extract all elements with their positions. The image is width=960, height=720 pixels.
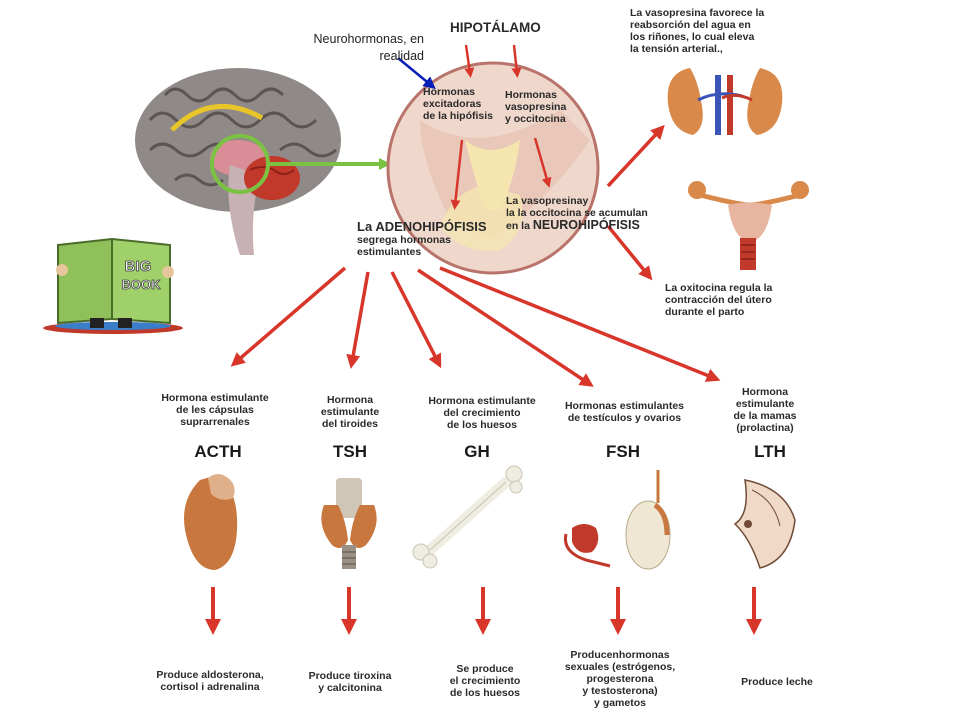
- brain-illustration: [135, 68, 341, 255]
- lth-description: Hormona estimulante de la mamas (prolact…: [733, 386, 797, 434]
- gh-effect: Se produce el crecimiento de los huesos: [449, 663, 521, 699]
- annotation-arrow: [397, 57, 436, 90]
- excitatory-hormones-label: Hormonas excitadoras de la hipófisis: [423, 86, 494, 122]
- fsh-description: Hormonas estimulantes de testículos y ov…: [564, 400, 685, 424]
- fsh-effect: Producenhormonas sexuales (estrógenos, p…: [564, 649, 676, 709]
- book-title-line2: BOOK: [122, 277, 162, 292]
- breast-illustration: [733, 479, 796, 569]
- acth-effect: Produce aldosterona, cortisol i adrenali…: [156, 669, 264, 693]
- fsh-code: FSH: [606, 442, 640, 461]
- acth-code: ACTH: [194, 442, 242, 461]
- lth-code: LTH: [754, 442, 786, 461]
- gh-description: Hormona estimulante del crecimiento de l…: [428, 395, 536, 431]
- gh-code: GH: [464, 442, 490, 461]
- kidneys-illustration: [667, 68, 783, 135]
- gonads-illustration: [563, 470, 671, 570]
- oxytocin-effect-text: La oxitocina regula la contracción del ú…: [665, 282, 773, 318]
- adrenal-gland-illustration: [184, 474, 238, 570]
- tsh-description: Hormona estimulante del tiroides: [320, 394, 380, 430]
- hypothalamus-title: HIPOTÁLAMO: [450, 20, 541, 35]
- hypothalamus-arrows: [450, 44, 552, 210]
- thyroid-illustration: [321, 478, 377, 569]
- uterus-illustration: [688, 181, 809, 270]
- down-arrows: [205, 587, 762, 635]
- book-title-line1: BIG: [125, 258, 152, 275]
- lth-effect: Produce leche: [741, 676, 813, 688]
- bone-illustration: [412, 465, 523, 569]
- tsh-code: TSH: [333, 442, 367, 461]
- acth-description: Hormona estimulante de les cápsulas supr…: [161, 392, 269, 428]
- adeno-arrows: [230, 266, 721, 387]
- big-book-icon: BIG BOOK: [43, 237, 183, 334]
- vasopressin-hormones-label: Hormonas vasopresina y occitocina: [505, 89, 567, 125]
- neurohormones-note: Neurohormonas, en realidad: [313, 32, 424, 63]
- arrow-to-uterus: [606, 224, 653, 281]
- tsh-effect: Produce tiroxina y calcitonina: [308, 670, 392, 694]
- vasopressin-effect-text: La vasopresina favorece la reabsorción d…: [630, 7, 765, 55]
- arrow-to-kidneys: [606, 124, 665, 188]
- neurohypophysis-label: La vasopresinay la la occitocina se acum…: [506, 195, 648, 232]
